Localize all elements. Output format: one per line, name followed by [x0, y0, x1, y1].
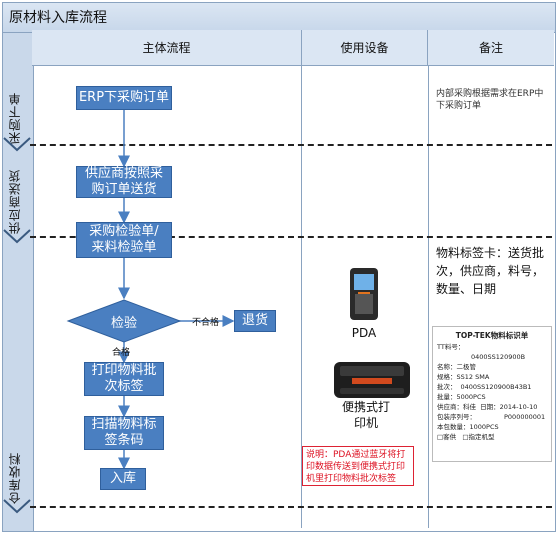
- edge-label-fail: 不合格: [192, 318, 220, 328]
- label-row-pack: 包装序列号：P000000001: [437, 413, 546, 422]
- step-store: 入库: [100, 468, 146, 490]
- pda-icon: [350, 268, 378, 320]
- diagram-title: 原材料入库流程: [3, 3, 555, 33]
- step-inspection-form: 采购检验单/来料检验单: [76, 222, 172, 258]
- step-erp-order: ERP下采购订单: [76, 86, 172, 110]
- chevron-down-icon: [3, 137, 31, 152]
- material-label-sample: TOP-TEK物料标识单 TT料号：0400SS120900B 名称：二极管 规…: [432, 326, 552, 462]
- decision-diamond: [66, 299, 182, 343]
- label-row-qty: 批量：5000PCS: [437, 392, 486, 401]
- note-label-card: 物料标签卡：送货批次，供应商，料号，数量、日期: [436, 246, 545, 296]
- edge-label-pass: 合格: [112, 348, 131, 358]
- label-row-tt: TT料号：0400SS120900B: [437, 342, 526, 361]
- label-row-supplier: 供应商：科佳 日期：2014-10-10: [437, 403, 538, 411]
- lane-separator-1: [30, 144, 552, 146]
- device-label-printer: 便携式打印机: [341, 400, 390, 430]
- step-supplier-delivery: 供应商按照采购订单送货: [76, 166, 172, 198]
- lane-separator-3: [30, 506, 552, 508]
- chevron-down-icon: [3, 229, 31, 244]
- step-scan-labels: 扫描物料标签条码: [84, 416, 164, 450]
- lane-label-column: [3, 33, 34, 531]
- label-row-spec: 规格：SS12 SMA: [437, 372, 490, 381]
- chevron-down-icon: [3, 499, 31, 514]
- printer-icon: [334, 362, 410, 398]
- lane-separator-2: [30, 236, 552, 238]
- step-print-labels: 打印物料批次标签: [84, 362, 164, 396]
- header-main-flow: 主体流程: [32, 30, 302, 66]
- device-label-pda: PDA: [351, 326, 377, 340]
- bluetooth-note: 说明：PDA通过蓝牙将打印数据传送到便携式打印机里打印物料批次标签: [302, 446, 414, 486]
- label-sample-header: TOP-TEK物料标识单: [455, 331, 529, 340]
- step-inspect: 检验: [110, 316, 137, 331]
- label-row-options: □客供 □指定机型: [437, 433, 495, 442]
- column-divider-2: [428, 66, 429, 528]
- label-row-name: 名称：二极管: [437, 362, 476, 371]
- header-remarks: 备注: [428, 30, 554, 66]
- note-erp: 内部采购根据需求在ERP中下采购订单: [436, 89, 544, 112]
- column-divider-1: [301, 66, 302, 528]
- label-row-count: 本包数量：1000PCS: [437, 423, 499, 432]
- step-return-goods: 退货: [234, 310, 276, 332]
- label-row-batch: 批次：0400SS120900B43B1: [437, 382, 532, 391]
- lane-chevrons: [3, 137, 31, 514]
- header-equipment: 使用设备: [302, 30, 428, 66]
